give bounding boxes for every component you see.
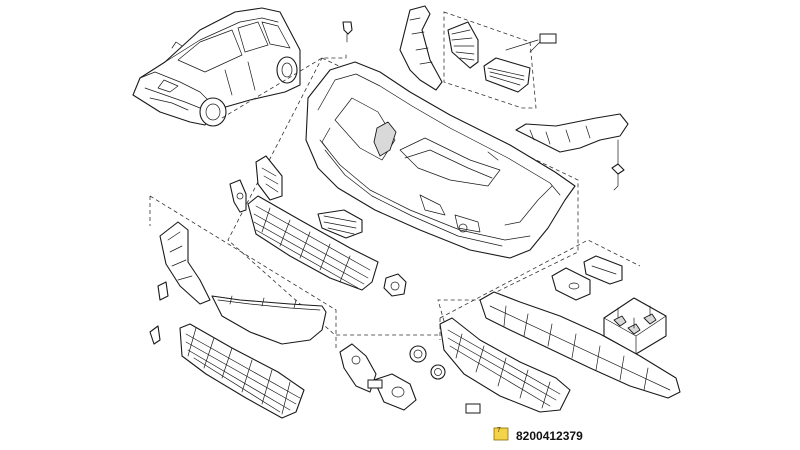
fog-light-bracket-right <box>373 373 417 411</box>
front-bumper-cover <box>305 61 576 259</box>
part-callout: 7 8200412379 <box>493 427 583 443</box>
part-number-label: 8200412379 <box>516 429 583 443</box>
fog-light-grille-left <box>317 209 363 239</box>
bracket-small-right-b <box>583 255 623 285</box>
bumper-group-frame <box>221 52 579 336</box>
reinforcement-frame <box>439 239 641 340</box>
callout-number: 7 <box>497 427 501 434</box>
bracket-screw <box>611 139 625 191</box>
clip-lower <box>383 273 407 297</box>
honeycomb-mesh <box>179 323 305 419</box>
fog-light-bezel-upper-left <box>255 155 283 201</box>
trim-clip-small <box>157 281 169 301</box>
energy-absorber <box>479 291 681 399</box>
grille-insert-frame <box>443 11 537 109</box>
left-lower-trim <box>159 221 211 305</box>
right-mounting-bracket <box>515 113 629 153</box>
lower-grille <box>247 195 379 291</box>
grille-part-tag <box>465 403 481 414</box>
upper-grille-insert-right <box>483 57 531 93</box>
fog-light-tag <box>367 379 383 389</box>
fog-light-lamp-lower <box>430 364 446 380</box>
clip-bottom-left <box>149 325 161 345</box>
lower-bumper-grille <box>439 317 571 413</box>
clip-top <box>342 21 353 43</box>
trim-group-frame <box>149 195 337 350</box>
callout-marker <box>493 427 509 441</box>
vehicle-reference-drawing <box>132 7 301 127</box>
side-clip-left <box>229 179 247 213</box>
left-mounting-bracket <box>399 5 443 91</box>
grille-tag <box>539 33 557 44</box>
fog-light-lamp-upper <box>409 345 427 363</box>
upper-grille-insert-left <box>447 21 479 69</box>
bracket-small-right-a <box>551 267 591 301</box>
spoiler-trim-strip <box>211 295 327 345</box>
